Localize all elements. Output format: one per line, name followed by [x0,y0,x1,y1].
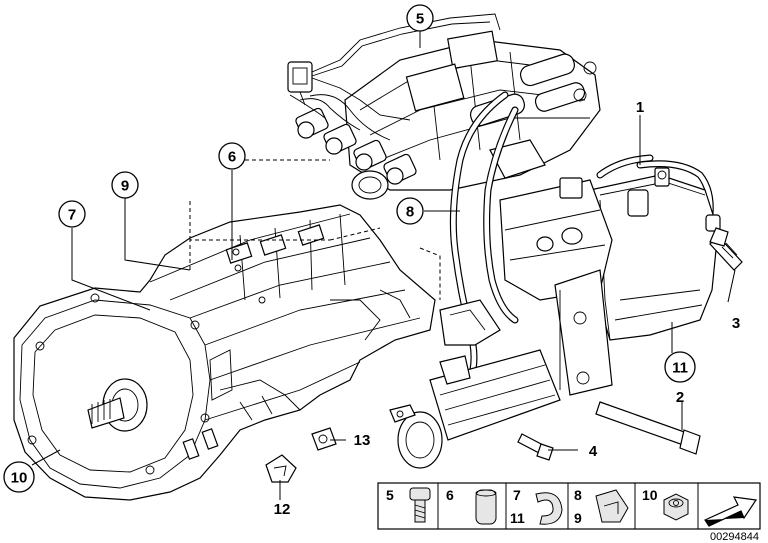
callout-7: 7 [58,200,86,228]
legend-label: 11 [510,510,525,526]
callout-label: 2 [676,389,684,406]
bolt-2 [595,401,701,455]
legend-clip-icon [595,489,629,523]
legend-label: 6 [446,487,454,503]
shift-actuator-unit [287,13,601,200]
legend-arrow-icon [704,496,758,527]
callout-9: 9 [111,171,139,199]
callout-label: 10 [11,470,28,487]
callout-13: 13 [354,432,371,449]
callout-2: 2 [676,389,684,406]
clip-13 [311,427,337,451]
callout-8: 8 [396,197,424,225]
legend-label: 9 [574,510,582,526]
callout-3: 3 [732,315,740,332]
clip-12 [265,454,297,483]
legend-label: 10 [642,487,658,503]
callout-label: 7 [68,207,76,224]
solenoid-row [295,107,417,200]
callout-label: 3 [732,315,740,332]
callout-6: 6 [218,142,246,170]
callout-label: 13 [354,432,371,449]
legend-clamp-icon [535,492,563,525]
callout-10: 10 [3,461,35,493]
bolt-4 [517,433,554,461]
parts-legend: 5 6 7 11 8 9 10 [377,482,761,530]
legend-label: 8 [574,487,582,503]
legend-nut-icon [663,493,689,521]
callout-5: 5 [406,4,434,32]
callout-label: 11 [672,360,688,377]
callout-label: 1 [636,99,644,116]
gearbox-housing [13,204,436,501]
callout-4: 4 [589,443,598,460]
legend-bushing-icon [475,489,497,525]
callout-1: 1 [636,99,644,116]
legend-bolt-icon [409,487,431,523]
callout-label: 5 [416,11,424,28]
callout-label: 12 [274,501,291,518]
document-id: 00294844 [710,531,759,543]
callout-label: 4 [589,443,598,460]
legend-label: 5 [386,487,394,503]
callout-label: 9 [121,178,129,195]
callout-label: 8 [406,204,414,221]
bolt-3 [709,227,743,271]
callout-12: 12 [274,501,291,518]
callout-11: 11 [664,351,696,383]
callout-label: 6 [228,149,236,166]
hydraulic-unit [389,167,721,469]
legend-label: 7 [513,487,521,503]
